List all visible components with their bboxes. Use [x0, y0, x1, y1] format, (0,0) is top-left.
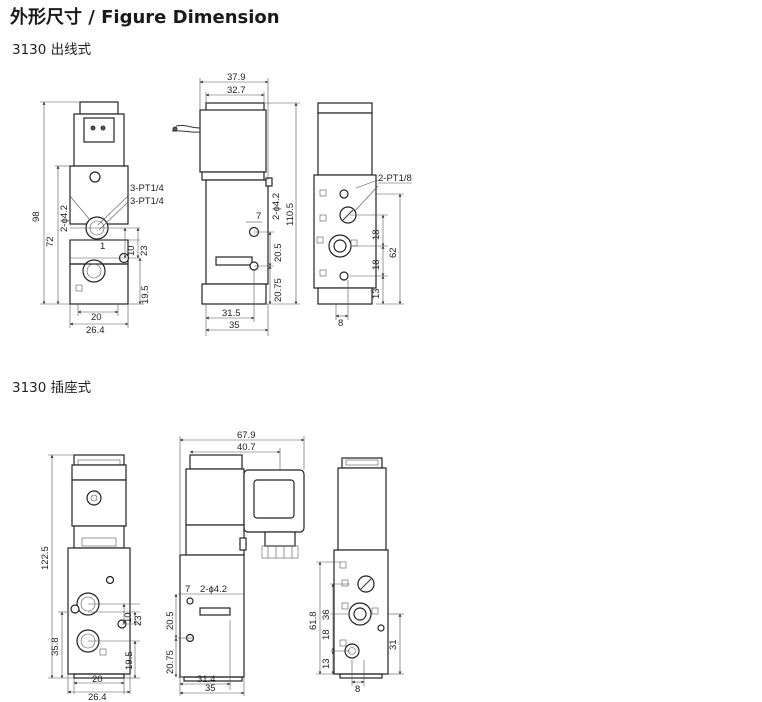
s1-rear-coil [317, 112, 373, 176]
s2-front-dim-10: 10 [123, 612, 134, 623]
s2-front-screw [86, 490, 102, 506]
s1-side-dim-20-75: 20.75 [273, 278, 284, 302]
s2-side-body [179, 554, 245, 678]
s2-side-dim-20-5: 20.5 [165, 612, 176, 631]
s2-rear-view [333, 457, 389, 679]
s1-side-dim-hole: 2-ϕ4.2 [271, 193, 282, 220]
s2-front-dim-23: 23 [133, 615, 144, 626]
s1-front-dim-72: 72 [45, 236, 56, 247]
s2-side-dim-40-7: 40.7 [237, 442, 256, 453]
s2-side-dim-20-75: 20.75 [165, 650, 176, 674]
s1-side-dim-7: 7 [256, 211, 261, 222]
s1-front-dim-10: 10 [126, 245, 137, 256]
s1-side-dim-32-7: 32.7 [227, 85, 246, 96]
s2-front-dim-19-5: 19.5 [124, 652, 135, 671]
s1-rear-dim-18b: 18 [371, 259, 382, 270]
s2-side-view [179, 454, 305, 682]
s1-front-terminal [83, 117, 115, 143]
section-title-wired: 3130 出线式 [12, 42, 92, 58]
page-title: 外形尺寸 / Figure Dimension [10, 7, 280, 28]
s1-front-dims: 98 72 2-ϕ4.2 3-PT1/4 3-PT1/4 1 10 23 19.… [31, 101, 164, 336]
s1-front-screw [89, 171, 101, 183]
s1-rear-view [313, 102, 377, 305]
s2-front-dims: 122.5 35.8 10 23 19.5 20 26.4 [40, 454, 144, 702]
s2-side-dim-hole: 2-ϕ4.2 [200, 584, 227, 595]
s2-rear-dims: 61.8 36 18 13 31 8 [308, 561, 404, 695]
s2-side-dims: 67.9 40.7 7 2-ϕ4.2 20.5 20.75 31.4 35 [165, 430, 305, 696]
s1-rear-dim-13: 13 [371, 288, 382, 299]
s2-rear-dim-13: 13 [321, 658, 332, 669]
s1-front-dim-20: 20 [91, 312, 102, 323]
s1-rear-dim-8: 8 [338, 318, 343, 329]
s2-front-view [67, 454, 131, 679]
s2-rear-coil [337, 467, 387, 551]
s2-front-dim-26-4: 26.4 [88, 692, 107, 702]
s1-front-dim-hole: 2-ϕ4.2 [59, 205, 70, 232]
s1-front-port-label-1: 3-PT1/4 [130, 183, 164, 194]
s2-side-dim-7: 7 [185, 584, 190, 595]
s1-front-view [69, 101, 130, 305]
s1-front-dim-98: 98 [31, 211, 42, 222]
s2-front-dim-35-8: 35.8 [50, 638, 61, 657]
s1-rear-dim-18a: 18 [371, 229, 382, 240]
s1-side-dim-20-5: 20.5 [273, 244, 284, 263]
s2-front-dim-20: 20 [92, 674, 103, 685]
s1-rear-dims: 2-PT1/8 18 18 62 13 8 [335, 173, 412, 329]
s2-rear-dim-36: 36 [321, 609, 332, 620]
s1-side-dim-35: 35 [229, 320, 240, 331]
s2-rear-dim-31: 31 [388, 639, 399, 650]
s1-side-slot [215, 256, 253, 266]
s2-side-dim-31-4: 31.4 [197, 674, 216, 685]
s2-side-coil [185, 468, 245, 526]
s1-side-dim-31-5: 31.5 [222, 308, 241, 319]
s1-side-coil [199, 109, 267, 173]
s1-front-port-lower [82, 259, 106, 283]
s1-front-port-label-2: 3-PT1/4 [130, 196, 164, 207]
s1-front-dim-19-5: 19.5 [140, 286, 151, 305]
s2-side-dim-35: 35 [205, 683, 216, 694]
s2-rear-dim-18: 18 [321, 629, 332, 640]
s1-rear-port-label: 2-PT1/8 [378, 173, 412, 184]
s1-side-dims: 37.9 32.7 110.5 2-ϕ4.2 7 20.5 20.75 31.5… [199, 72, 300, 336]
s1-front-dim-23: 23 [139, 245, 150, 256]
s1-front-coil-cap [79, 101, 119, 115]
s1-front-dim-1: 1 [100, 241, 105, 252]
section-title-plug: 3130 插座式 [12, 380, 92, 396]
s2-side-slot [199, 607, 231, 616]
s1-side-dim-110-5: 110.5 [285, 203, 296, 226]
s1-front-dim-26-4: 26.4 [86, 325, 105, 336]
s2-side-dim-67-9: 67.9 [237, 430, 256, 441]
s1-rear-dim-62: 62 [388, 247, 399, 258]
s2-rear-dim-61-8: 61.8 [308, 612, 319, 631]
s1-side-view [171, 102, 273, 305]
s1-side-dim-37-9: 37.9 [227, 72, 246, 83]
s2-rear-dim-8: 8 [355, 684, 360, 695]
s2-front-dim-122-5: 122.5 [40, 546, 51, 570]
